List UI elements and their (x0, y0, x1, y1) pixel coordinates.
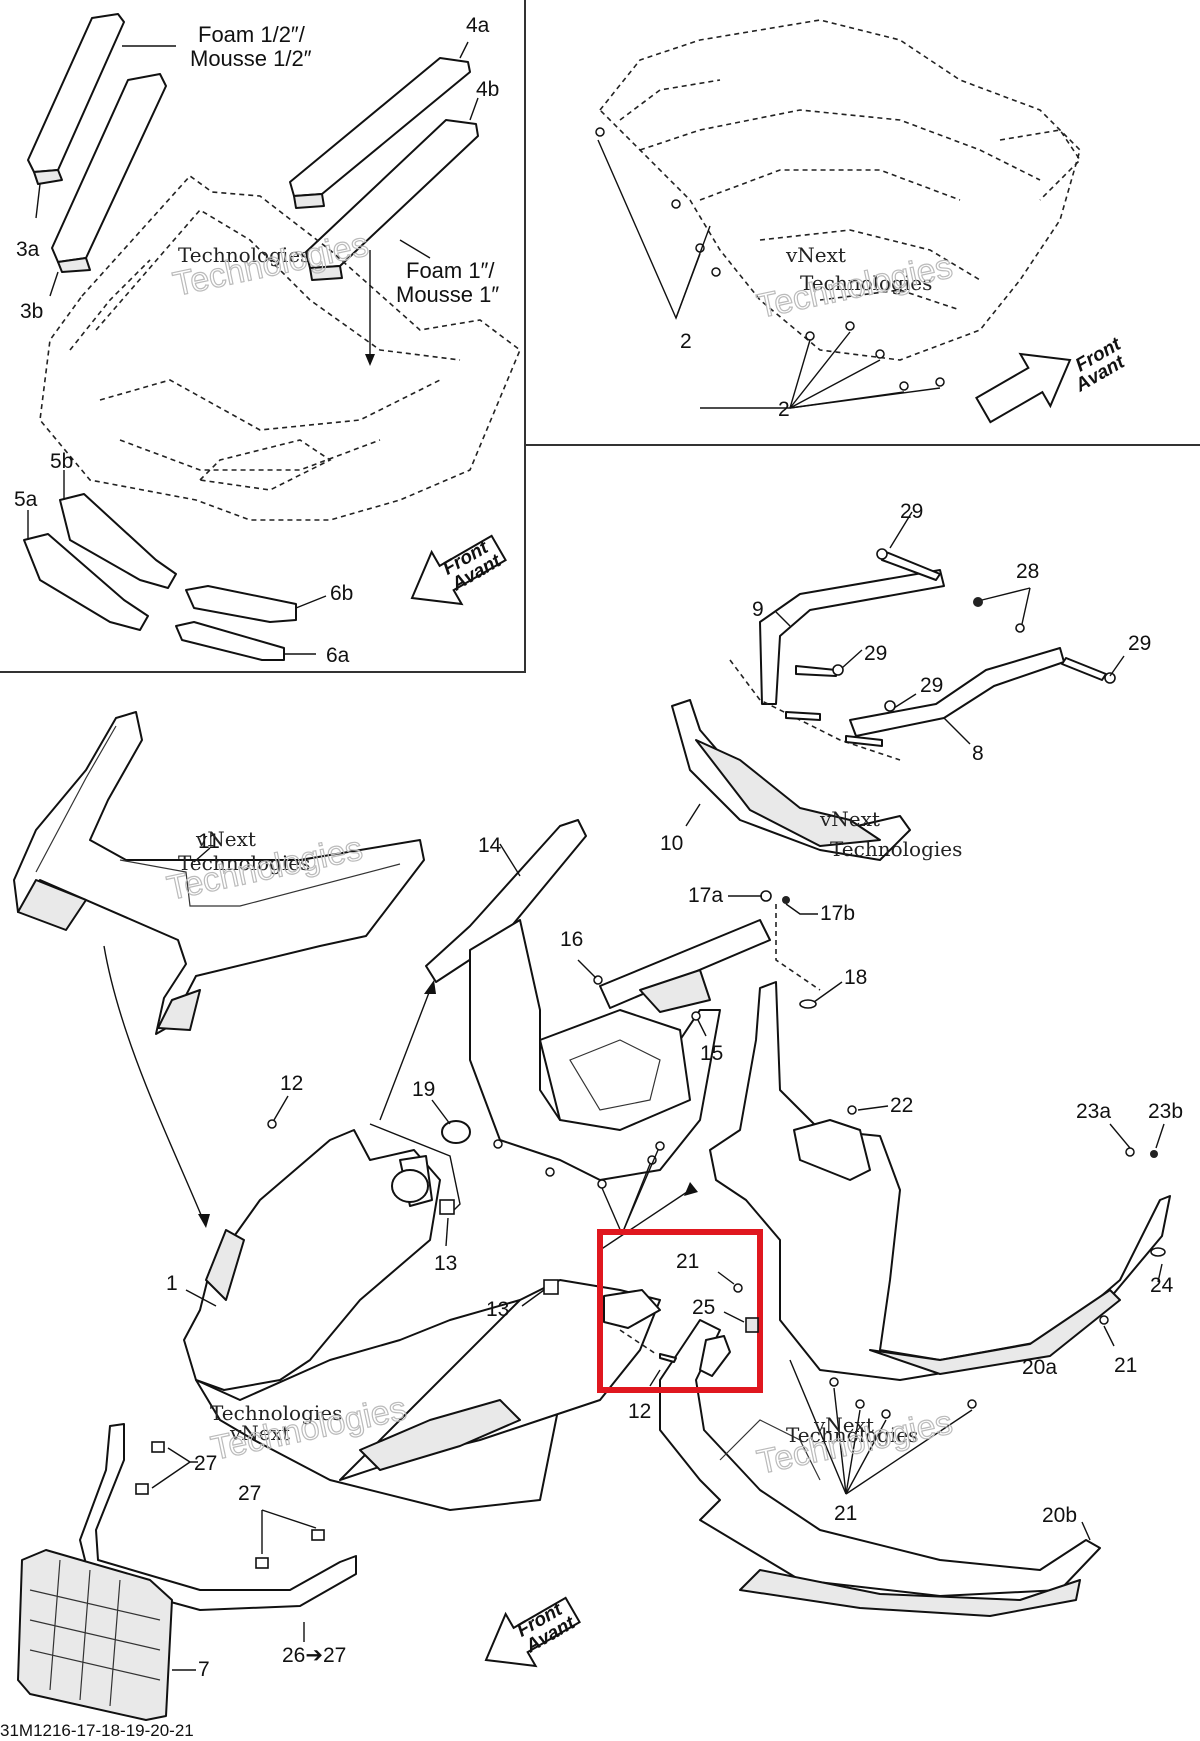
bracket-9 (759, 569, 945, 705)
label-23a: 23a (1076, 1100, 1111, 1123)
label-3b: 3b (20, 300, 43, 323)
label-24: 24 (1150, 1274, 1174, 1297)
label-23b: 23b (1148, 1100, 1183, 1123)
part-1-left (183, 1129, 441, 1391)
label-29-top: 29 (900, 500, 923, 523)
foam-6b (185, 585, 297, 623)
svg-text:Technologies: Technologies (754, 247, 956, 325)
panel-hood: 2 2 Front Avant vNext Technologies Techn… (595, 19, 1129, 424)
label-mousse-half: Mousse 1/2″ (190, 46, 312, 71)
bolts-29 (785, 548, 1116, 747)
label-4b: 4b (476, 78, 499, 101)
label-16: 16 (560, 928, 583, 951)
panel-frames (0, 0, 1200, 673)
label-2-upper: 2 (680, 330, 692, 353)
label-12-top: 12 (280, 1072, 303, 1095)
label-29-right: 29 (1128, 632, 1151, 655)
label-12-box: 12 (628, 1400, 651, 1423)
foam-6a (175, 621, 285, 661)
svg-text:Technologies: Technologies (830, 837, 962, 861)
label-7: 7 (198, 1658, 210, 1681)
part-14-arm (425, 819, 587, 983)
windshield-outline (39, 174, 521, 521)
front-arrow-3: Front Avant (484, 1596, 581, 1668)
svg-text:vNext: vNext (195, 827, 256, 851)
svg-text:vNext: vNext (819, 807, 880, 831)
label-21-right: 21 (1114, 1354, 1137, 1377)
label-17a: 17a (688, 884, 723, 907)
label-21-lower: 21 (834, 1502, 857, 1525)
label-17b: 17b (820, 902, 855, 925)
part-14-group: 14 16 17a 17b 18 15 19 (369, 819, 867, 1251)
label-27-upper: 27 (194, 1452, 217, 1475)
vent-grille (359, 1399, 521, 1471)
svg-text:Technologies: Technologies (170, 225, 372, 303)
foam-5b (59, 493, 177, 589)
panel-11 (13, 711, 425, 1035)
label-1: 1 (166, 1272, 178, 1295)
front-arrow-2 (975, 352, 1072, 424)
label-18: 18 (844, 966, 867, 989)
label-2-lower: 2 (778, 398, 790, 421)
bracket-assembly: 29 28 29 9 29 29 8 10 vNext Technologies (660, 500, 1151, 861)
svg-text:Technologies: Technologies (178, 851, 310, 875)
fasteners-21 (829, 1105, 1166, 1419)
label-22: 22 (890, 1094, 913, 1117)
label-13-a: 13 (434, 1252, 457, 1275)
label-28: 28 (1016, 560, 1039, 583)
screws-15 (493, 1139, 665, 1189)
panel-20a (709, 981, 1171, 1381)
panel-foam: Foam 1/2″/ Mousse 1/2″ Foam 1″/ Mousse 1… (14, 13, 521, 667)
label-8: 8 (972, 742, 984, 765)
highlight-box: 21 25 (597, 1229, 763, 1393)
label-foam-half: Foam 1/2″/ (198, 22, 306, 47)
svg-text:Technologies: Technologies (800, 271, 932, 295)
watermark: Technologies (178, 243, 310, 267)
label-9: 9 (752, 598, 764, 621)
label-4a: 4a (466, 14, 490, 37)
label-3a: 3a (16, 238, 40, 261)
foam-5a (23, 533, 149, 631)
front-arrow-1: Front Avant (410, 534, 507, 606)
label-29-mid: 29 (864, 642, 887, 665)
svg-text:Technologies: Technologies (210, 1401, 342, 1425)
side-panels: 22 23a 23b 24 21 20a 21 20b vNext Techno… (659, 981, 1183, 1617)
part-1-group: 12 13 13 1 vNext Technologies Technologi… (166, 1072, 661, 1511)
label-26: 26➔27 (282, 1644, 346, 1667)
svg-text:vNext: vNext (229, 1421, 290, 1445)
label-5b: 5b (50, 450, 73, 473)
label-mousse-one: Mousse 1″ (396, 282, 499, 307)
label-20b: 20b (1042, 1504, 1077, 1527)
label-foam-one: Foam 1″/ (406, 258, 495, 283)
hood-outline (598, 19, 1081, 361)
label-15: 15 (700, 1042, 723, 1065)
svg-text:vNext: vNext (785, 243, 846, 267)
label-20a: 20a (1022, 1356, 1057, 1379)
label-10: 10 (660, 832, 683, 855)
label-29-low: 29 (920, 674, 943, 697)
svg-text:Technologies: Technologies (786, 1423, 918, 1447)
hood-screws (595, 127, 945, 391)
label-25: 25 (692, 1296, 715, 1319)
label-5a: 5a (14, 488, 38, 511)
figure-code: 31M1216-17-18-19-20-21 (0, 1721, 194, 1740)
label-14: 14 (478, 834, 502, 857)
label-21-box: 21 (676, 1250, 699, 1273)
trim-26 (79, 1423, 357, 1611)
label-19: 19 (412, 1078, 435, 1101)
label-6a: 6a (326, 644, 350, 667)
label-13-b: 13 (486, 1298, 509, 1321)
svg-text:vNext: vNext (813, 1413, 874, 1437)
label-27-lower: 27 (238, 1482, 261, 1505)
label-11: 11 (198, 830, 220, 853)
label-6b: 6b (330, 582, 353, 605)
